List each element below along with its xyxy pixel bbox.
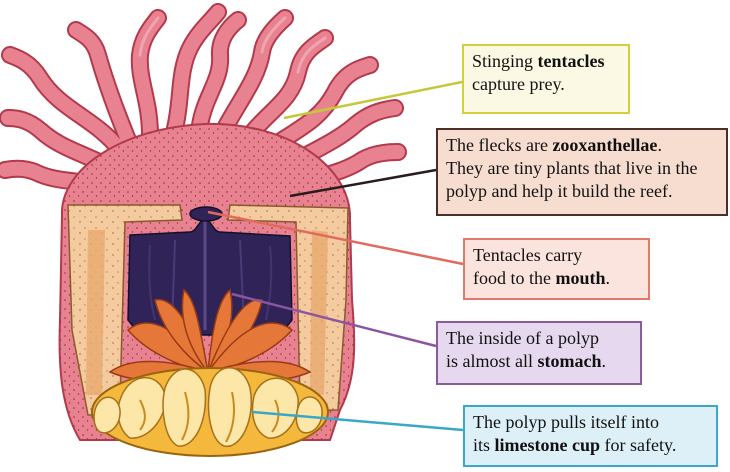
label-text: Stinging — [472, 51, 538, 71]
label-text: The flecks are — [446, 135, 552, 155]
label-line: They are tiny plants that live in the — [446, 157, 718, 180]
label-text: The polyp pulls itself into — [473, 412, 659, 432]
label-keyword: stomach — [538, 351, 602, 371]
label-line: Tentacles carry — [473, 244, 640, 267]
label-text: Tentacles carry — [473, 245, 582, 265]
label-keyword: limestone cup — [495, 435, 601, 455]
label-line: food to the mouth. — [473, 267, 640, 290]
label-line: The polyp pulls itself into — [473, 411, 708, 434]
label-text: is almost all — [446, 351, 538, 371]
label-text: The inside of a polyp — [446, 328, 599, 348]
label-text: food to the — [473, 268, 556, 288]
label-text: . — [602, 351, 607, 371]
label-line: polyp and help it build the reef. — [446, 180, 718, 203]
label-keyword: zooxanthellae — [552, 135, 657, 155]
label-text: for safety. — [600, 435, 676, 455]
label-keyword: tentacles — [538, 51, 605, 71]
label-text: capture prey. — [472, 74, 565, 94]
label-text: They are tiny plants that live in the — [446, 158, 697, 178]
label-line: The inside of a polyp — [446, 327, 632, 350]
label-text: its — [473, 435, 495, 455]
label-line: capture prey. — [472, 73, 620, 96]
label-line: The flecks are zooxanthellae. — [446, 134, 718, 157]
label-text: polyp and help it build the reef. — [446, 181, 672, 201]
label-keyword: mouth — [556, 268, 606, 288]
label-zooxanthellae: The flecks are zooxanthellae.They are ti… — [436, 128, 728, 216]
label-text: . — [657, 135, 662, 155]
limestone-cup — [92, 368, 328, 456]
label-text: . — [606, 268, 611, 288]
label-line: Stinging tentacles — [472, 50, 620, 73]
label-line: is almost all stomach. — [446, 350, 632, 373]
label-line: its limestone cup for safety. — [473, 434, 708, 457]
